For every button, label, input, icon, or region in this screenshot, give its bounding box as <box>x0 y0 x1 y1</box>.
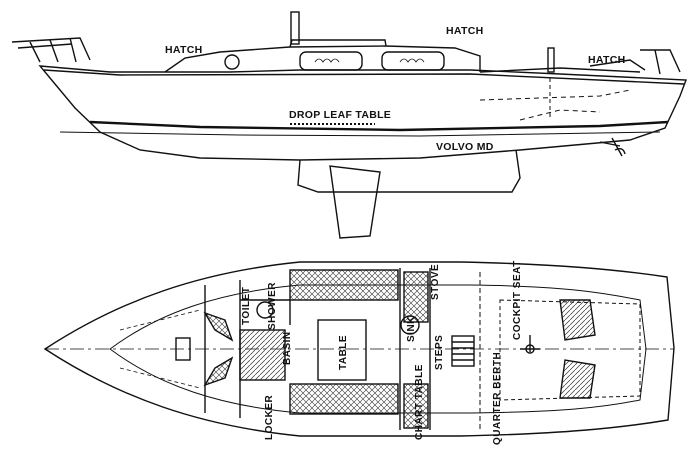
fore-hatch-ring <box>224 54 240 70</box>
forepeak-locker <box>175 337 191 361</box>
companion-steps <box>451 335 475 367</box>
deck-outline <box>43 261 675 437</box>
keel <box>297 149 521 193</box>
cockpit-coaming <box>479 67 641 73</box>
label-stove: STOVE <box>430 264 441 300</box>
toilet-bowl <box>256 301 274 319</box>
interior-plan <box>43 261 675 437</box>
hull-outline <box>38 65 687 161</box>
stove <box>403 271 429 323</box>
label-cockpit-seat: COCKPIT SEAT <box>512 260 523 340</box>
label-steps: STEPS <box>434 335 445 370</box>
label-hatch-cabin: HATCH <box>446 25 483 37</box>
label-sink: SINK <box>406 316 417 342</box>
saloon-table <box>317 319 367 381</box>
label-table: TABLE <box>338 335 349 370</box>
cockpit-well <box>499 299 641 401</box>
cabin-house <box>164 45 481 73</box>
saloon-berth-stbd <box>289 383 399 415</box>
tiller <box>520 335 540 352</box>
sheer-line <box>43 69 685 85</box>
side-profile <box>11 11 687 239</box>
label-hatch-aft: HATCH <box>588 54 625 66</box>
sink <box>400 315 420 335</box>
label-quarter-berth: QUARTER BERTH <box>492 352 503 445</box>
bow-pulpit <box>11 37 91 63</box>
stern-pulpit <box>640 49 681 75</box>
portlight-1 <box>299 51 363 71</box>
mast-stub <box>290 11 300 45</box>
winch <box>547 47 555 73</box>
chart-table <box>403 383 429 429</box>
propeller <box>599 137 626 157</box>
saloon-berth-port <box>289 269 399 301</box>
boot-stripe <box>89 120 669 132</box>
label-locker: LOCKER <box>264 395 275 441</box>
basin-area <box>239 329 286 381</box>
cockpit-seat-port <box>559 299 596 341</box>
label-hatch-fore: HATCH <box>165 44 202 56</box>
portlight-2 <box>381 51 445 71</box>
label-basin: BASIN <box>282 331 293 365</box>
label-toilet: TOILET <box>241 287 252 325</box>
label-shower: SHOWER <box>267 282 278 330</box>
cockpit-seat-stbd <box>559 359 596 399</box>
rudder <box>329 165 381 239</box>
label-drop-leaf-table: DROP LEAF TABLE <box>289 109 391 121</box>
label-engine: VOLVO MD <box>436 141 494 153</box>
label-chart-table: CHART TABLE <box>414 364 425 440</box>
waterline <box>59 131 661 137</box>
